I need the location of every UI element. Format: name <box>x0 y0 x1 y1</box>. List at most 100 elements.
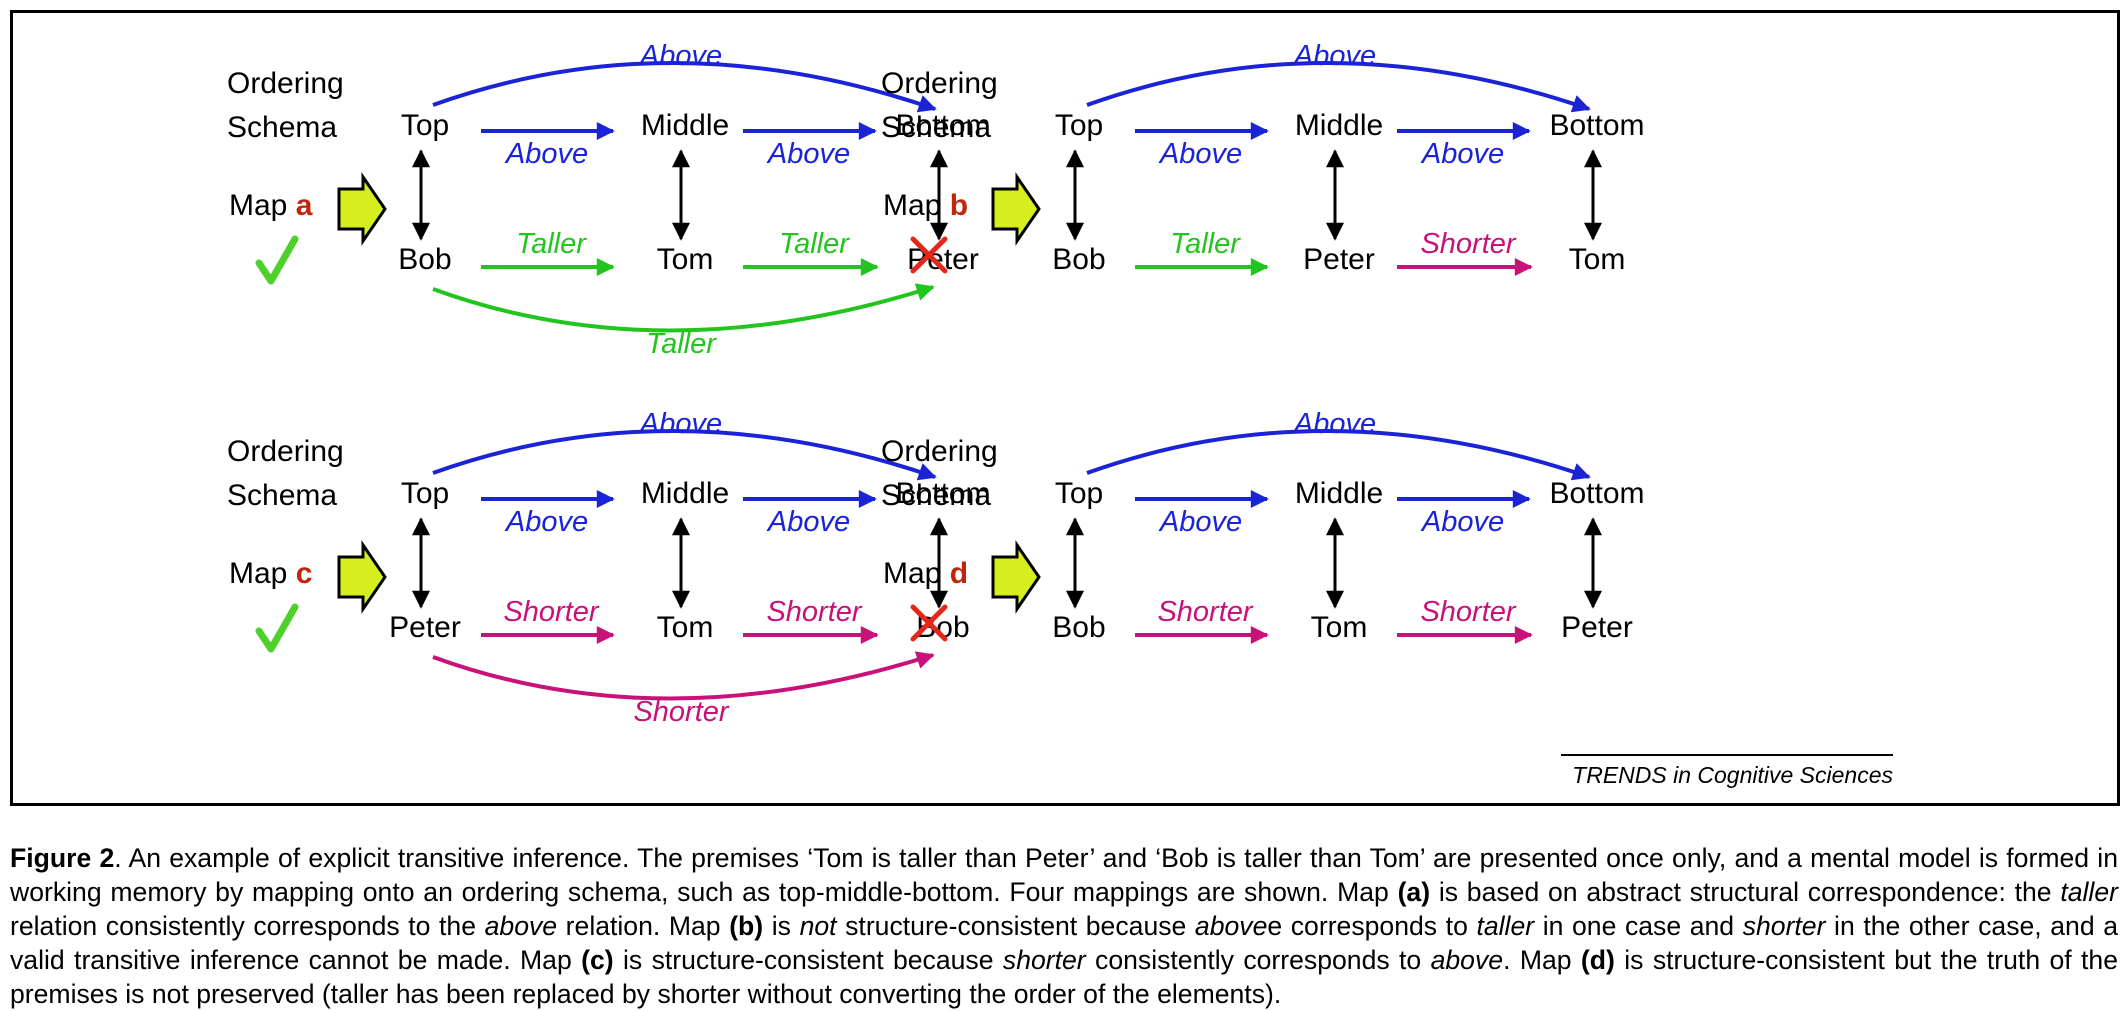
relation-label: Shorter <box>1420 228 1516 260</box>
item-node: Bob <box>398 243 451 276</box>
caption-label: Figure 2 <box>10 842 115 873</box>
relation-label: Shorter <box>1420 596 1516 628</box>
block-arrow-icon <box>991 172 1041 246</box>
item-node: Tom <box>657 611 714 644</box>
caption-text: is <box>763 910 800 941</box>
relation-label: Taller <box>1170 228 1241 260</box>
map-letter: d <box>950 557 968 590</box>
relation-label: Above <box>766 138 850 170</box>
map-letter: a <box>296 189 313 222</box>
relation-label: Above <box>766 506 850 538</box>
map-word: Map <box>229 189 296 222</box>
schema-label: Ordering <box>227 67 344 100</box>
relation-label: Taller <box>646 328 717 360</box>
schema-label: Schema <box>227 111 337 144</box>
relation-label: Above <box>1292 40 1376 72</box>
schema-label: Ordering <box>881 435 998 468</box>
schema-label: Ordering <box>881 67 998 100</box>
caption-text: (a) <box>1397 876 1431 907</box>
schema-label: Schema <box>227 479 337 512</box>
above-arc-arrow <box>432 428 937 481</box>
caption-text: is structure-consistent because <box>613 944 1003 975</box>
above-arc-arrow <box>1086 428 1591 481</box>
schema-label: Schema <box>881 111 991 144</box>
map-letter: c <box>296 557 313 590</box>
figure-caption: Figure 2. An example of explicit transit… <box>10 841 2118 1011</box>
caption-text: taller <box>2060 876 2118 907</box>
caption-text: relation consistently corresponds to the <box>10 910 485 941</box>
caption-text: above <box>484 910 558 941</box>
relation-label: Shorter <box>1157 596 1253 628</box>
relation-label: Above <box>504 138 588 170</box>
map-label: Map a <box>229 189 313 222</box>
journal-credit: TRENDS in Cognitive Sciences <box>1572 762 1893 788</box>
item-node: Bob <box>1052 611 1105 644</box>
caption-text: (b) <box>729 910 764 941</box>
caption-text: in one case and <box>1534 910 1743 941</box>
block-arrow-icon <box>337 540 387 614</box>
above-arc-arrow <box>432 60 937 113</box>
shorter-arc-arrow <box>432 651 935 701</box>
relation-label: Above <box>1420 506 1504 538</box>
schema-label: Schema <box>881 479 991 512</box>
relation-label: Above <box>638 408 722 440</box>
caption-text: . An example of explicit transitive infe… <box>10 842 2118 907</box>
caption-text: (d) <box>1580 944 1615 975</box>
item-node: Tom <box>1311 611 1368 644</box>
map-label: Map c <box>229 557 312 590</box>
cross-icon <box>910 236 948 274</box>
item-node: Tom <box>657 243 714 276</box>
caption-text: in the other case, and a valid transitiv… <box>10 910 2119 975</box>
checkmark-icon <box>255 235 299 285</box>
schema-node: Top <box>1055 109 1103 142</box>
caption-text: above <box>1430 944 1504 975</box>
schema-node: Bottom <box>1549 477 1644 510</box>
map-label: Map b <box>883 189 968 222</box>
map-word: Map <box>883 557 950 590</box>
checkmark-icon <box>255 603 299 653</box>
cross-icon <box>910 604 948 642</box>
schema-node: Middle <box>641 477 729 510</box>
map-word: Map <box>883 189 950 222</box>
item-node: Peter <box>1561 611 1633 644</box>
item-node: Bob <box>1052 243 1105 276</box>
relation-label: Taller <box>516 228 587 260</box>
relation-label: Above <box>1158 506 1242 538</box>
relation-label: Shorter <box>633 696 729 728</box>
block-arrow-icon <box>337 172 387 246</box>
schema-node: Top <box>401 109 449 142</box>
relation-label: Above <box>504 506 588 538</box>
schema-node: Middle <box>641 109 729 142</box>
caption-text: relation. Map <box>557 910 730 941</box>
relation-label: Above <box>638 40 722 72</box>
caption-text: taller <box>1476 910 1535 941</box>
schema-node: Middle <box>1295 477 1383 510</box>
item-node: Peter <box>1303 243 1375 276</box>
item-node: Tom <box>1569 243 1626 276</box>
item-node: Peter <box>389 611 461 644</box>
caption-text: e corresponds to <box>1267 910 1477 941</box>
caption-text: above <box>1194 910 1268 941</box>
map-letter: b <box>950 189 968 222</box>
caption-text: structure-consistent because <box>836 910 1195 941</box>
caption-text: shorter <box>1742 910 1826 941</box>
taller-arc-arrow <box>432 283 935 333</box>
relation-label: Above <box>1292 408 1376 440</box>
map-label: Map d <box>883 557 968 590</box>
relation-label: Taller <box>779 228 850 260</box>
caption-text: is based on abstract structural correspo… <box>1430 876 2061 907</box>
caption-text: not <box>799 910 837 941</box>
relation-label: Shorter <box>766 596 862 628</box>
relation-label: Above <box>1420 138 1504 170</box>
block-arrow-icon <box>991 540 1041 614</box>
schema-node: Bottom <box>895 477 990 510</box>
schema-node: Bottom <box>895 109 990 142</box>
schema-node: Middle <box>1295 109 1383 142</box>
caption-text: shorter <box>1002 944 1086 975</box>
schema-label: Ordering <box>227 435 344 468</box>
